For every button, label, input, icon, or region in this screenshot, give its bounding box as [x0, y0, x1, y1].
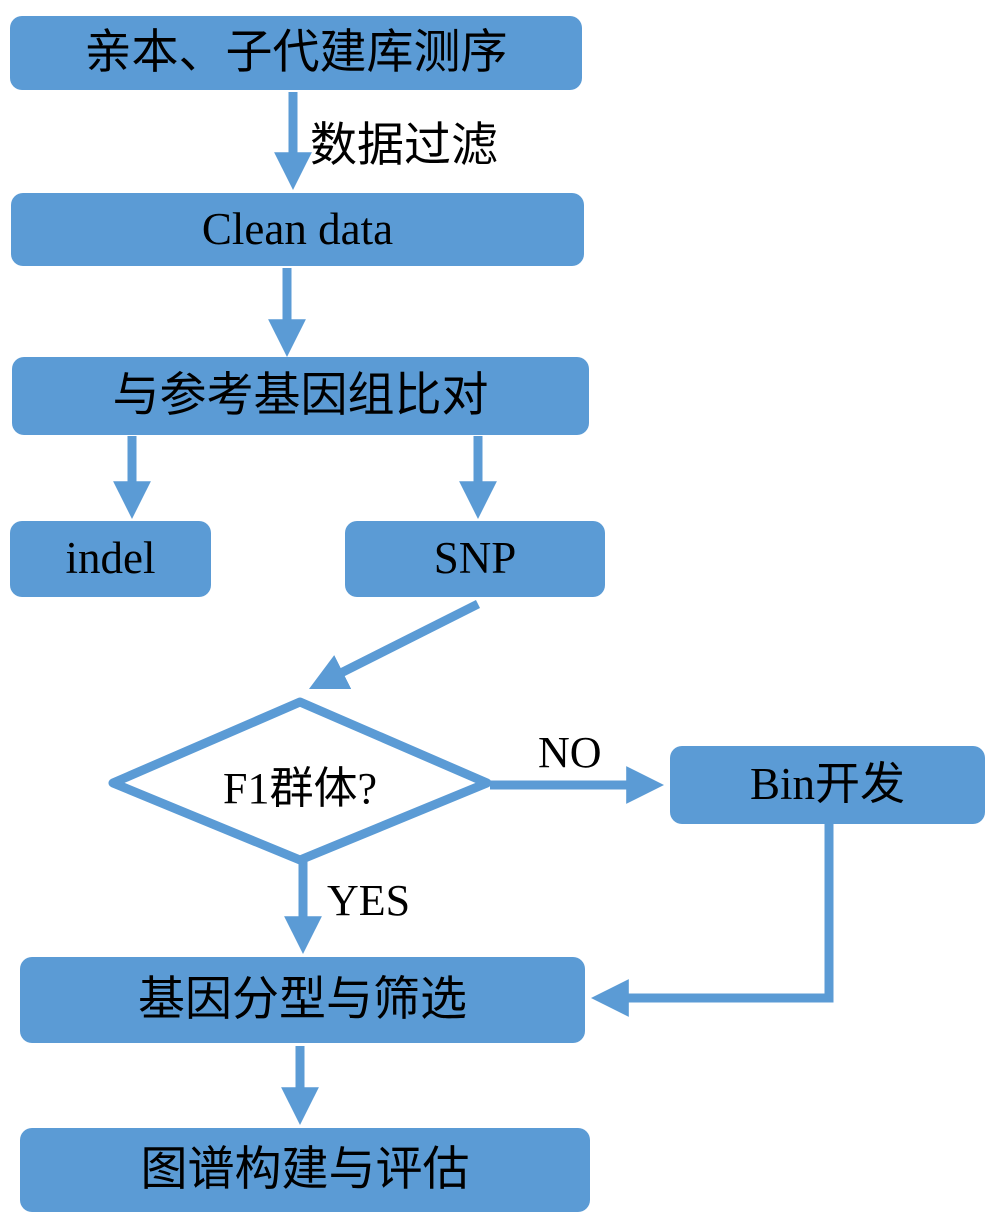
node-snp[interactable]: SNP [345, 521, 605, 597]
node-clean-data-label: Clean data [201, 203, 394, 254]
node-snp-label: SNP [433, 533, 517, 584]
edge-label-yes-text: YES [327, 876, 411, 925]
edge-bin-to-genotype [591, 824, 834, 1017]
edge-snp-to-f1 [308, 599, 481, 690]
node-indel[interactable]: indel [10, 521, 211, 597]
node-map-construction-evaluation[interactable]: 图谱构建与评估 [20, 1128, 590, 1212]
node-bin-development-label: Bin开发 [749, 759, 906, 810]
node-sequencing[interactable]: 亲本、子代建库测序 [10, 16, 582, 90]
node-genotyping-screening[interactable]: 基因分型与筛选 [20, 957, 585, 1043]
node-map-construction-evaluation-label: 图谱构建与评估 [140, 1142, 470, 1198]
edge-label-data-filtering: 数据过滤 [310, 106, 498, 175]
edge-label-no-text: NO [538, 728, 602, 777]
node-clean-data[interactable]: Clean data [11, 193, 584, 266]
node-reference-alignment[interactable]: 与参考基因组比对 [12, 357, 589, 435]
decision-label-f1-text: F1群体? [223, 764, 377, 813]
node-genotyping-screening-label: 基因分型与筛选 [138, 972, 467, 1028]
edge-label-no: NO [538, 727, 602, 778]
node-sequencing-label: 亲本、子代建库测序 [84, 25, 508, 81]
decision-label-f1: F1群体? [113, 755, 487, 813]
edge-label-data-filtering-text: 数据过滤 [310, 118, 498, 173]
node-reference-alignment-label: 与参考基因组比对 [112, 368, 489, 424]
node-bin-development[interactable]: Bin开发 [670, 746, 985, 824]
node-indel-label: indel [65, 533, 156, 584]
edge-label-yes: YES [327, 875, 410, 926]
